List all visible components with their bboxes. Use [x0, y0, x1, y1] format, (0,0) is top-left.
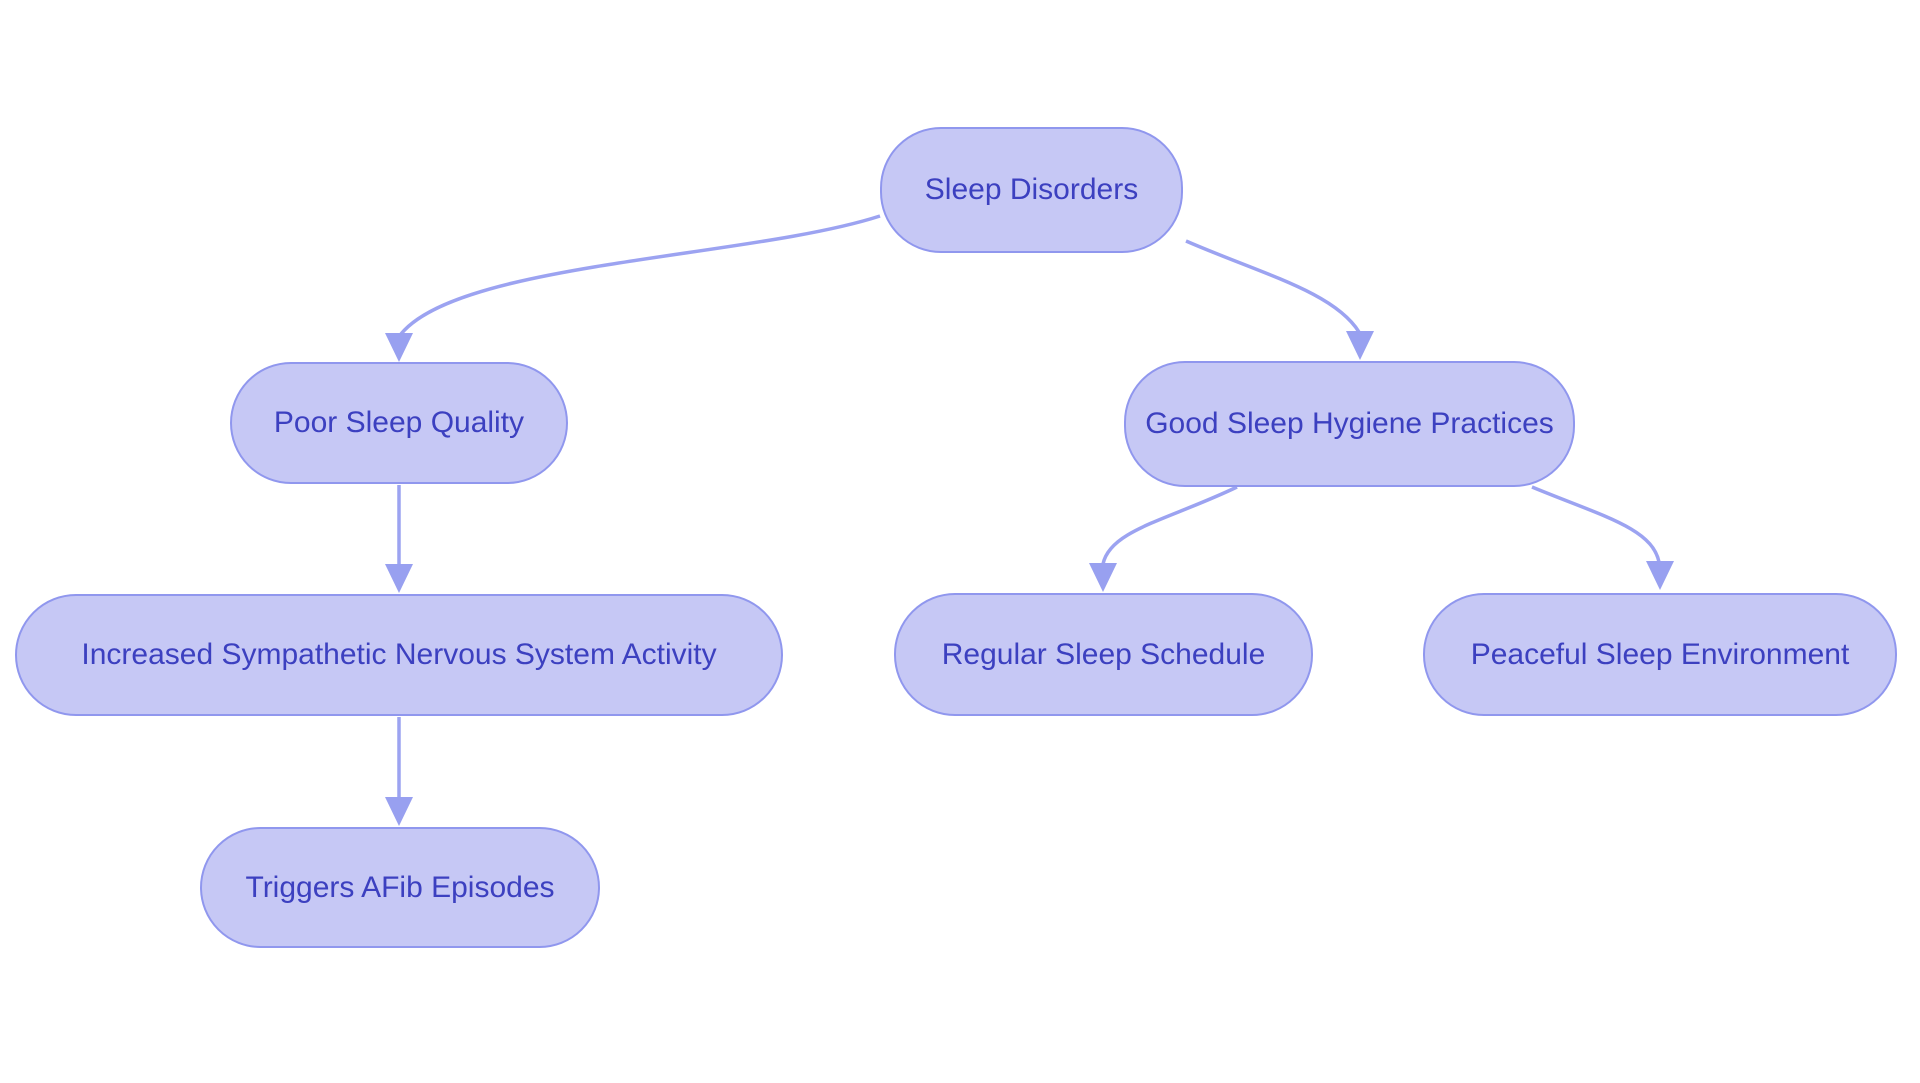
edge-sleep-disorders-to-good-sleep-hygiene: [1185, 239, 1361, 333]
arrowhead-poor-sleep-quality: [385, 333, 413, 362]
node-peaceful-sleep-environment: Peaceful Sleep Environment: [1423, 593, 1897, 716]
node-sleep-disorders: Sleep Disorders: [880, 127, 1183, 253]
node-increased-sympathetic-nervous-system-activity: Increased Sympathetic Nervous System Act…: [15, 594, 783, 716]
edge-good-sleep-hygiene-to-peaceful-environment: [1531, 485, 1661, 563]
node-regular-sleep-schedule: Regular Sleep Schedule: [894, 593, 1313, 716]
edge-good-sleep-hygiene-to-regular-schedule: [1101, 485, 1238, 565]
arrowhead-increased-sns: [385, 564, 413, 593]
node-poor-sleep-quality: Poor Sleep Quality: [230, 362, 568, 484]
arrowhead-good-sleep-hygiene: [1346, 331, 1374, 360]
edge-sleep-disorders-to-poor-sleep-quality: [399, 214, 881, 336]
node-good-sleep-hygiene-practices: Good Sleep Hygiene Practices: [1124, 361, 1575, 487]
node-triggers-afib-episodes: Triggers AFib Episodes: [200, 827, 600, 948]
arrowhead-regular-schedule: [1089, 563, 1117, 592]
arrowhead-peaceful-environment: [1646, 561, 1674, 590]
arrowhead-triggers-afib: [385, 797, 413, 826]
